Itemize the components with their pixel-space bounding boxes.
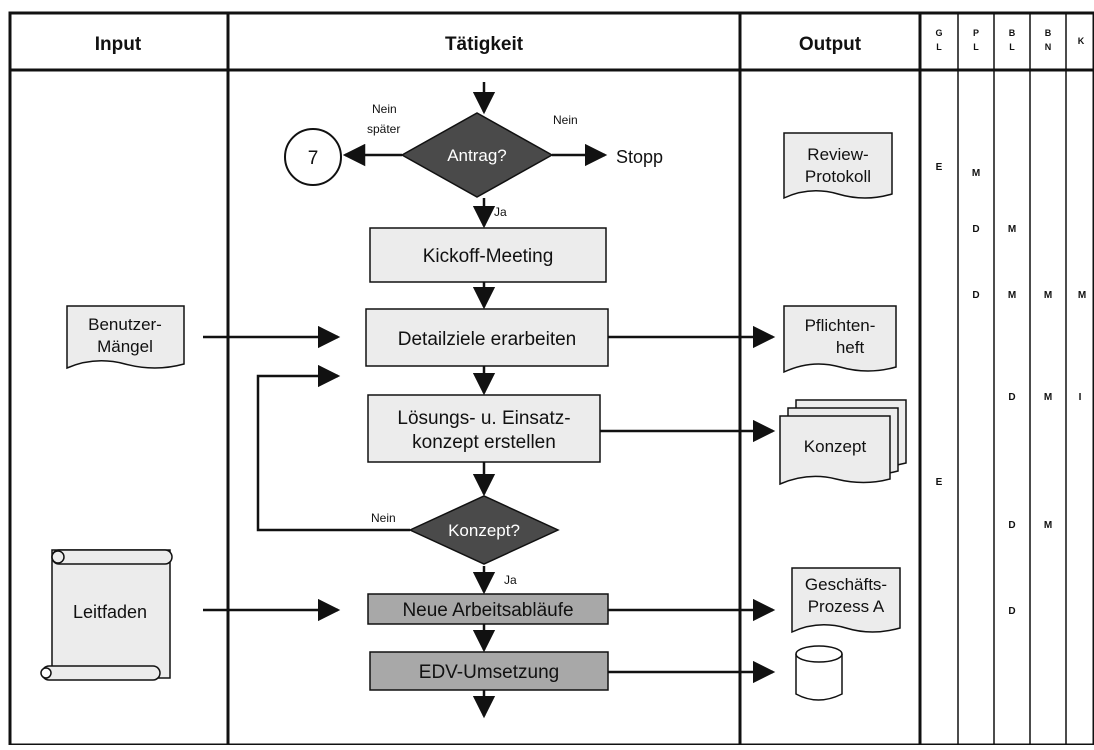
role-gl-bottom: L — [936, 42, 942, 52]
matrix-r4-bn: M — [1044, 392, 1052, 403]
matrix-r2-bl: M — [1008, 224, 1016, 235]
role-bn-bottom: N — [1045, 42, 1052, 52]
decision-konzept-label: Konzept? — [448, 521, 520, 540]
flow-arrows — [203, 82, 776, 719]
header-input: Input — [95, 34, 142, 55]
konzept-documents — [779, 399, 907, 486]
role-bl-bottom: L — [1009, 42, 1015, 52]
responsibility-matrix: E M D M D M M M D M I E D M D — [936, 162, 1087, 617]
loesung-label-1: Lösungs- u. Einsatz- — [397, 408, 570, 429]
decision-antrag-diamond — [400, 112, 554, 198]
matrix-r3-bl: M — [1008, 290, 1016, 301]
loesung-box — [367, 394, 601, 463]
stop-label: Stopp — [616, 147, 663, 167]
table-frame — [8, 11, 1094, 747]
matrix-r3-bn: M — [1044, 290, 1052, 301]
loesung-label-2: konzept erstellen — [412, 432, 556, 453]
neue-ablaeufe-label: Neue Arbeitsabläufe — [402, 600, 573, 621]
edv-label: EDV-Umsetzung — [419, 662, 559, 683]
nein-later-label-2: später — [367, 122, 400, 136]
pflicht-label-2: heft — [836, 338, 865, 357]
matrix-r6-bn: M — [1044, 520, 1052, 531]
benutzer-label-1: Benutzer- — [88, 315, 162, 334]
connector-7 — [284, 128, 342, 186]
connector-7-label: 7 — [308, 148, 319, 169]
matrix-r4-k: I — [1079, 392, 1082, 403]
leitfaden-label: Leitfaden — [73, 602, 147, 622]
pflicht-label-1: Pflichten- — [805, 316, 876, 335]
geschaeftsprozess-document — [791, 567, 901, 634]
benutzer-label-2: Mängel — [97, 337, 153, 356]
matrix-r6-bl: D — [1008, 520, 1015, 531]
benutzer-maengel-document — [66, 305, 185, 370]
role-bl-top: B — [1009, 28, 1016, 38]
konzept-label: Konzept — [804, 437, 867, 456]
decision-konzept-diamond — [408, 495, 560, 565]
ja-label-1: Ja — [494, 205, 507, 219]
matrix-r3-k: M — [1078, 290, 1086, 301]
matrix-r5-gl: E — [936, 477, 943, 488]
role-k: K — [1078, 36, 1085, 46]
review-protokoll-document — [783, 132, 893, 200]
review-label-1: Review- — [807, 145, 868, 164]
geschaeft-label-2: Prozess A — [808, 597, 885, 616]
kickoff-box — [369, 227, 607, 283]
review-label-2: Protokoll — [805, 167, 871, 186]
geschaeft-label-1: Geschäfts- — [805, 575, 887, 594]
matrix-r7-bl: D — [1008, 606, 1015, 617]
matrix-r1-pl: M — [972, 168, 980, 179]
nein-later-label-1: Nein — [372, 102, 397, 116]
matrix-r3-pl: D — [972, 290, 979, 301]
header-output: Output — [799, 34, 862, 55]
header-activity: Tätigkeit — [445, 34, 524, 55]
detailziele-box — [365, 308, 609, 367]
matrix-r2-pl: D — [972, 224, 979, 235]
neue-ablaeufe-box — [367, 593, 609, 625]
kickoff-label: Kickoff-Meeting — [423, 246, 554, 267]
role-pl-top: P — [973, 28, 979, 38]
edv-box — [369, 651, 609, 691]
pflichtenheft-document — [783, 305, 897, 374]
leitfaden-scroll — [40, 549, 173, 681]
nein-loop-label: Nein — [371, 511, 396, 525]
role-pl-bottom: L — [973, 42, 979, 52]
decision-antrag-label: Antrag? — [447, 146, 507, 165]
role-gl-top: G — [935, 28, 942, 38]
matrix-r4-bl: D — [1008, 392, 1015, 403]
matrix-r1-gl: E — [936, 162, 943, 173]
nein-right-label: Nein — [553, 113, 578, 127]
database-icon — [795, 645, 843, 701]
role-bn-top: B — [1045, 28, 1052, 38]
detailziele-label: Detailziele erarbeiten — [398, 329, 577, 350]
ja-label-2: Ja — [504, 573, 517, 587]
